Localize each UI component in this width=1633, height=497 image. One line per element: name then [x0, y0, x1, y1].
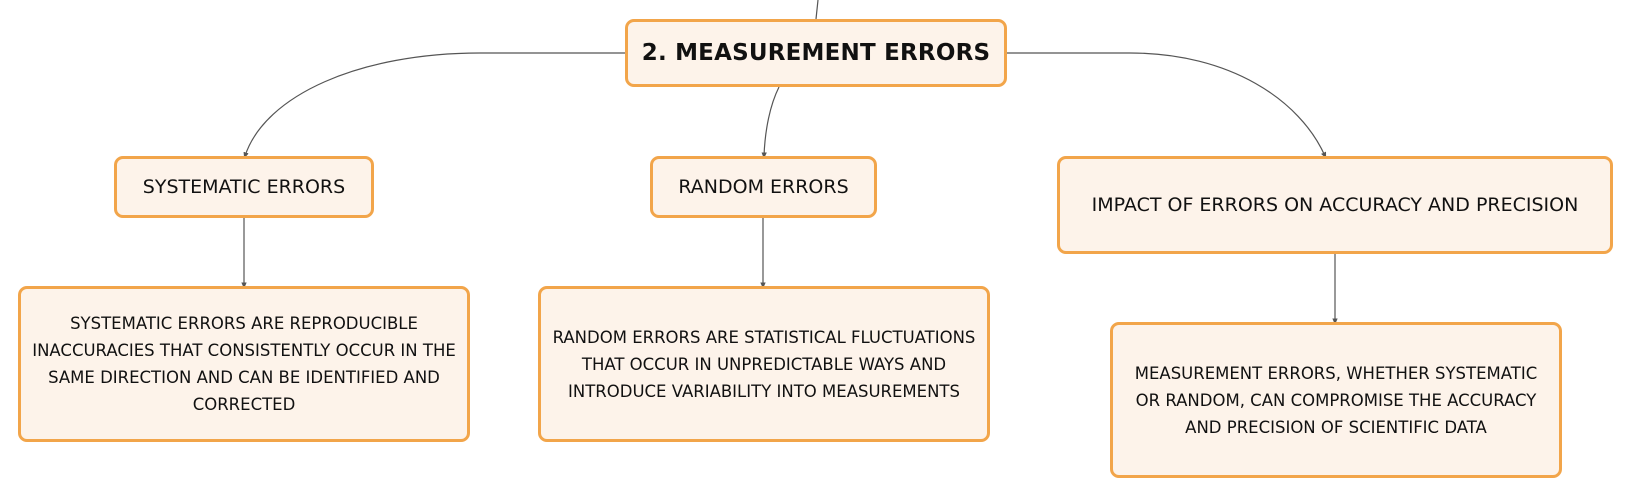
- connector-root-to-impact: [1007, 52, 1327, 159]
- node-random-errors-description[interactable]: RANDOM ERRORS ARE STATISTICAL FLUCTUATIO…: [538, 286, 990, 442]
- impact-description-text: MEASUREMENT ERRORS, WHETHER SYSTEMATIC O…: [1134, 363, 1538, 437]
- root-node-label: 2. MEASUREMENT ERRORS: [641, 40, 991, 66]
- node-impact-of-errors[interactable]: IMPACT OF ERRORS ON ACCURACY AND PRECISI…: [1057, 156, 1613, 254]
- random-errors-description-text: RANDOM ERRORS ARE STATISTICAL FLUCTUATIO…: [552, 327, 976, 401]
- root-node-measurement-errors[interactable]: 2. MEASUREMENT ERRORS: [625, 19, 1007, 87]
- connector-root-to-systematic: [243, 52, 625, 159]
- node-systematic-errors-description[interactable]: SYSTEMATIC ERRORS ARE REPRODUCIBLE INACC…: [18, 286, 470, 442]
- node-systematic-errors-label: SYSTEMATIC ERRORS: [142, 176, 346, 198]
- node-impact-description[interactable]: MEASUREMENT ERRORS, WHETHER SYSTEMATIC O…: [1110, 322, 1562, 478]
- node-random-errors[interactable]: RANDOM ERRORS: [650, 156, 877, 218]
- node-random-errors-label: RANDOM ERRORS: [678, 176, 849, 198]
- systematic-errors-description-text: SYSTEMATIC ERRORS ARE REPRODUCIBLE INACC…: [32, 314, 456, 414]
- node-systematic-errors[interactable]: SYSTEMATIC ERRORS: [114, 156, 374, 218]
- node-impact-of-errors-label: IMPACT OF ERRORS ON ACCURACY AND PRECISI…: [1091, 194, 1579, 216]
- connector-parent-to-root: [815, 0, 819, 20]
- connector-root-to-random: [761, 86, 780, 159]
